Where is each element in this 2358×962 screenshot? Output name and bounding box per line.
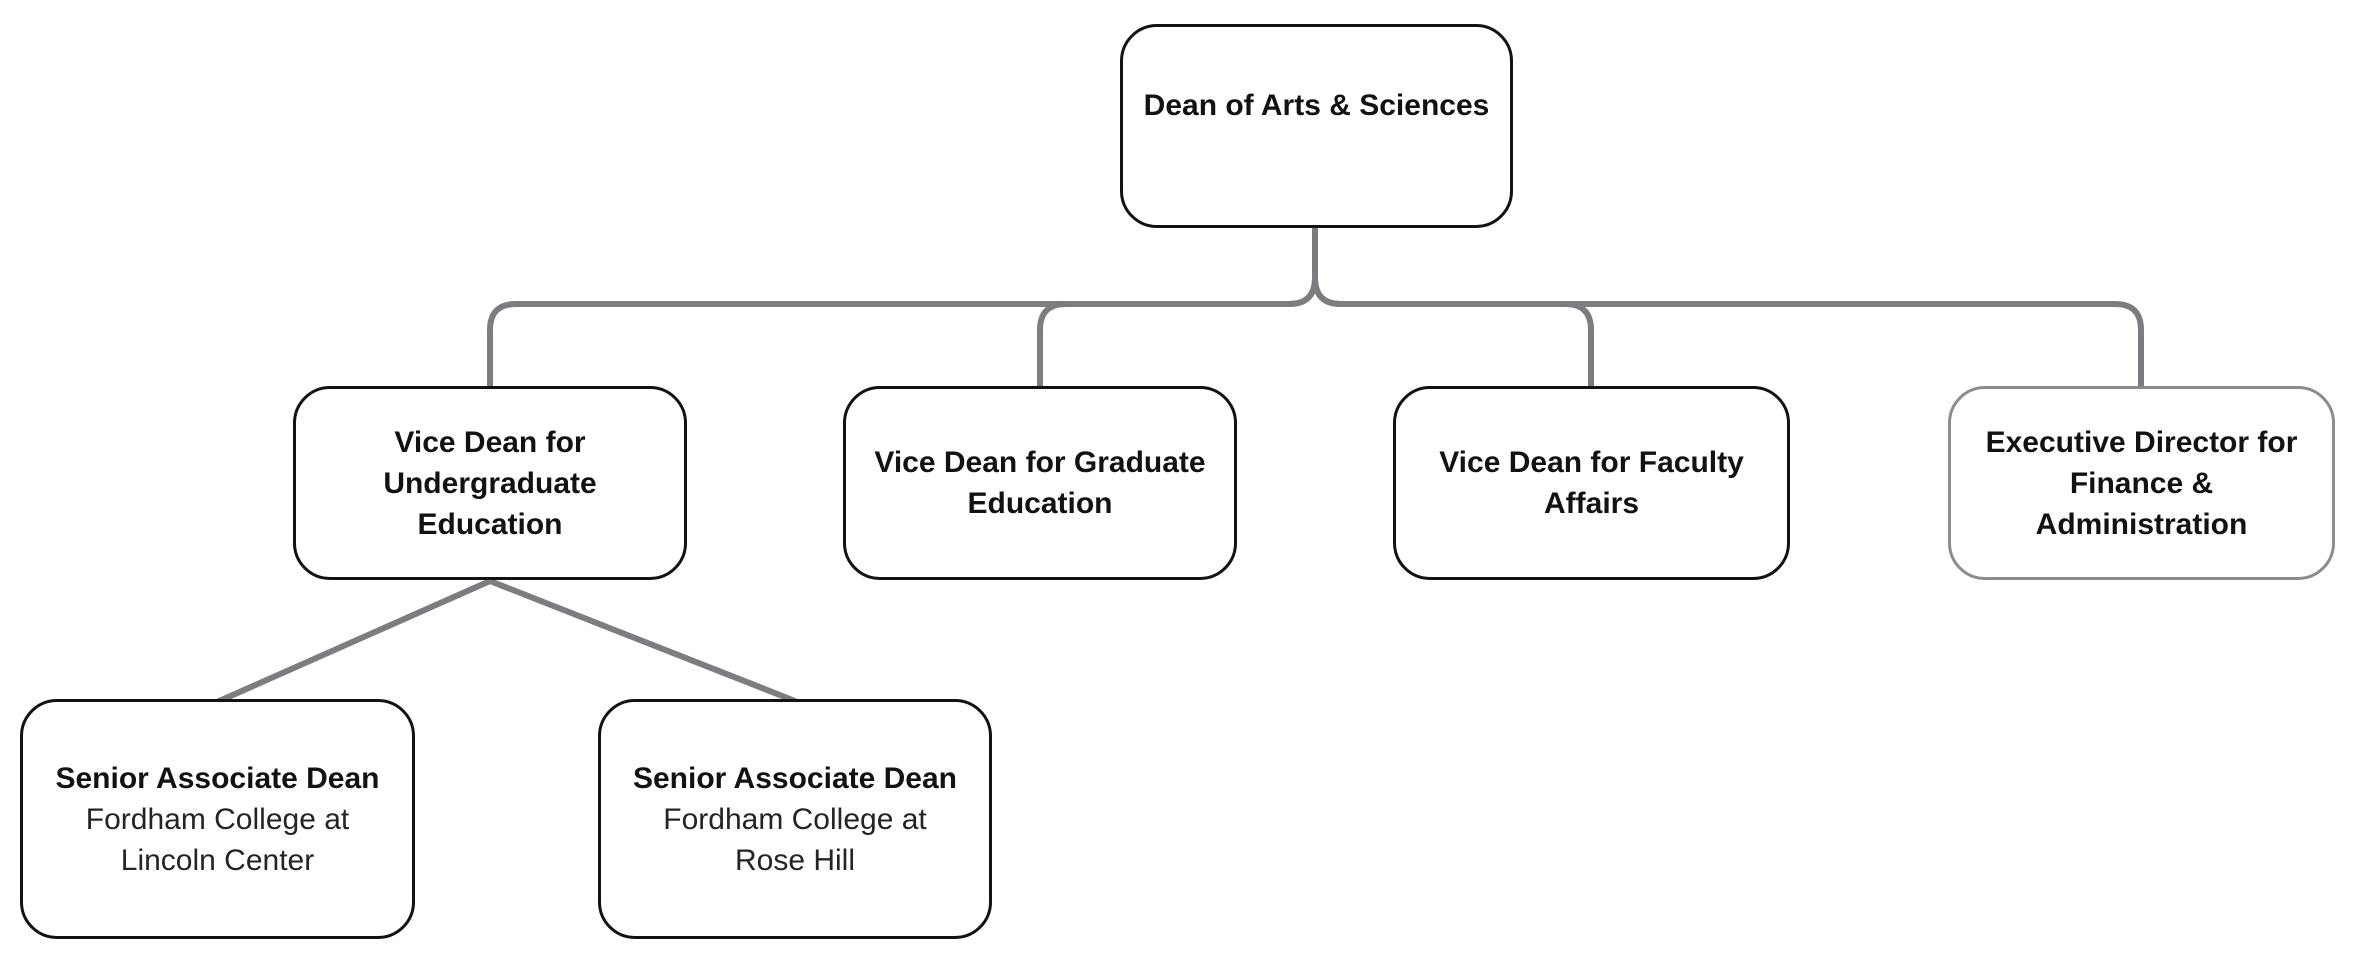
node-label-line: Vice Dean for Graduate (874, 446, 1206, 479)
node-label-line: Affairs (1543, 487, 1640, 520)
connector-dean-to-graduate (1037, 227, 1318, 389)
node-subtitle-line: Fordham College at (663, 802, 927, 836)
org-node-dean-of-arts-and-sciences: Dean of Arts & Sciences (1120, 24, 1513, 228)
org-node-vice-dean-graduate-education: Vice Dean for Graduate Education (843, 386, 1237, 580)
node-label-line: Dean of Arts & Sciences (1143, 88, 1490, 122)
connector-undergraduate-to-rose-hill (488, 578, 797, 704)
connector-undergraduate-to-lincoln-center (215, 578, 492, 705)
node-label-line: Undergraduate (383, 466, 597, 500)
connector-dean-to-undergraduate (487, 227, 1318, 389)
org-node-senior-associate-dean-rose-hill: Senior Associate Dean Fordham College at… (598, 699, 992, 939)
org-node-senior-associate-dean-lincoln-center: Senior Associate Dean Fordham College at… (20, 699, 415, 939)
node-label-line: Vice Dean for Faculty (1439, 446, 1744, 479)
node-label-line: Vice Dean for (394, 425, 586, 459)
connector-dean-to-faculty-affairs (1312, 227, 1594, 389)
node-label-line: Executive Director for (1985, 425, 2298, 459)
connector-dean-to-finance-admin (1312, 227, 2144, 389)
node-label-line: Finance & (2069, 466, 2214, 500)
org-node-vice-dean-undergraduate-education: Vice Dean for Undergraduate Education (293, 386, 687, 580)
node-title-line: Senior Associate Dean (632, 761, 957, 795)
node-subtitle-line: Lincoln Center (120, 843, 315, 877)
node-subtitle-line: Fordham College at (85, 802, 350, 836)
node-label-line: Education (417, 507, 563, 541)
node-title-line: Senior Associate Dean (55, 761, 380, 795)
org-node-vice-dean-faculty-affairs: Vice Dean for Faculty Affairs (1393, 386, 1790, 580)
node-subtitle-line: Rose Hill (734, 843, 856, 877)
node-label-line: Education (967, 487, 1113, 520)
node-label-line: Administration (2035, 507, 2248, 541)
org-node-executive-director-finance-administration: Executive Director for Finance & Adminis… (1948, 386, 2335, 580)
